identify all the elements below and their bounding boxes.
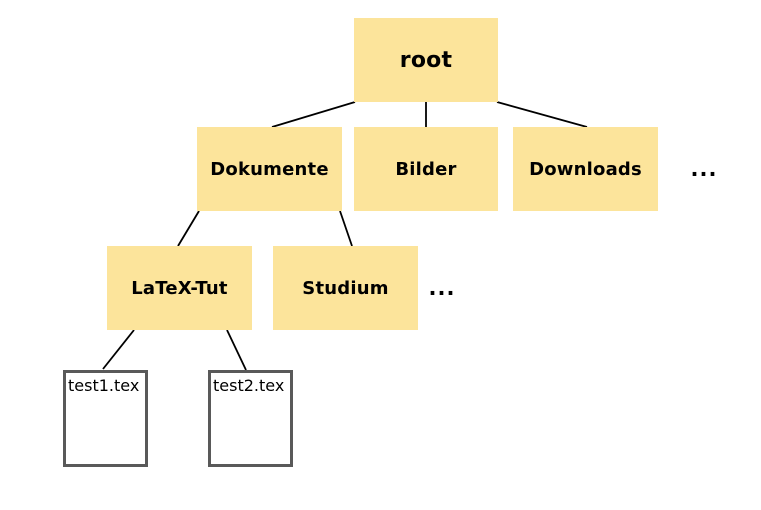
node-latex-tut-label: LaTeX-Tut (131, 277, 228, 299)
edge-latex-test1 (102, 329, 135, 370)
node-dokumente: Dokumente (197, 127, 342, 211)
ellipsis-level2: ... (682, 127, 726, 211)
node-file-test1: test1.tex (63, 370, 148, 467)
ellipsis-level3: ... (420, 246, 464, 330)
ellipsis-level2-label: ... (690, 157, 718, 181)
node-bilder-label: Bilder (395, 158, 457, 180)
node-file-test2: test2.tex (208, 370, 293, 467)
node-bilder: Bilder (354, 127, 498, 211)
edge-latex-test2 (226, 329, 247, 371)
edge-dokumente-studium (339, 210, 353, 247)
node-latex-tut: LaTeX-Tut (107, 246, 252, 330)
edge-root-downloads (496, 101, 588, 128)
node-file-test2-label: test2.tex (213, 376, 285, 395)
node-dokumente-label: Dokumente (210, 158, 329, 180)
node-downloads: Downloads (513, 127, 658, 211)
node-studium-label: Studium (302, 277, 389, 299)
node-file-test1-label: test1.tex (68, 376, 140, 395)
node-downloads-label: Downloads (529, 158, 642, 180)
edge-root-dokumente (271, 101, 356, 128)
node-root: root (354, 18, 498, 102)
ellipsis-level3-label: ... (428, 276, 456, 300)
node-root-label: root (399, 47, 453, 73)
node-studium: Studium (273, 246, 418, 330)
edge-dokumente-latex (177, 210, 200, 247)
